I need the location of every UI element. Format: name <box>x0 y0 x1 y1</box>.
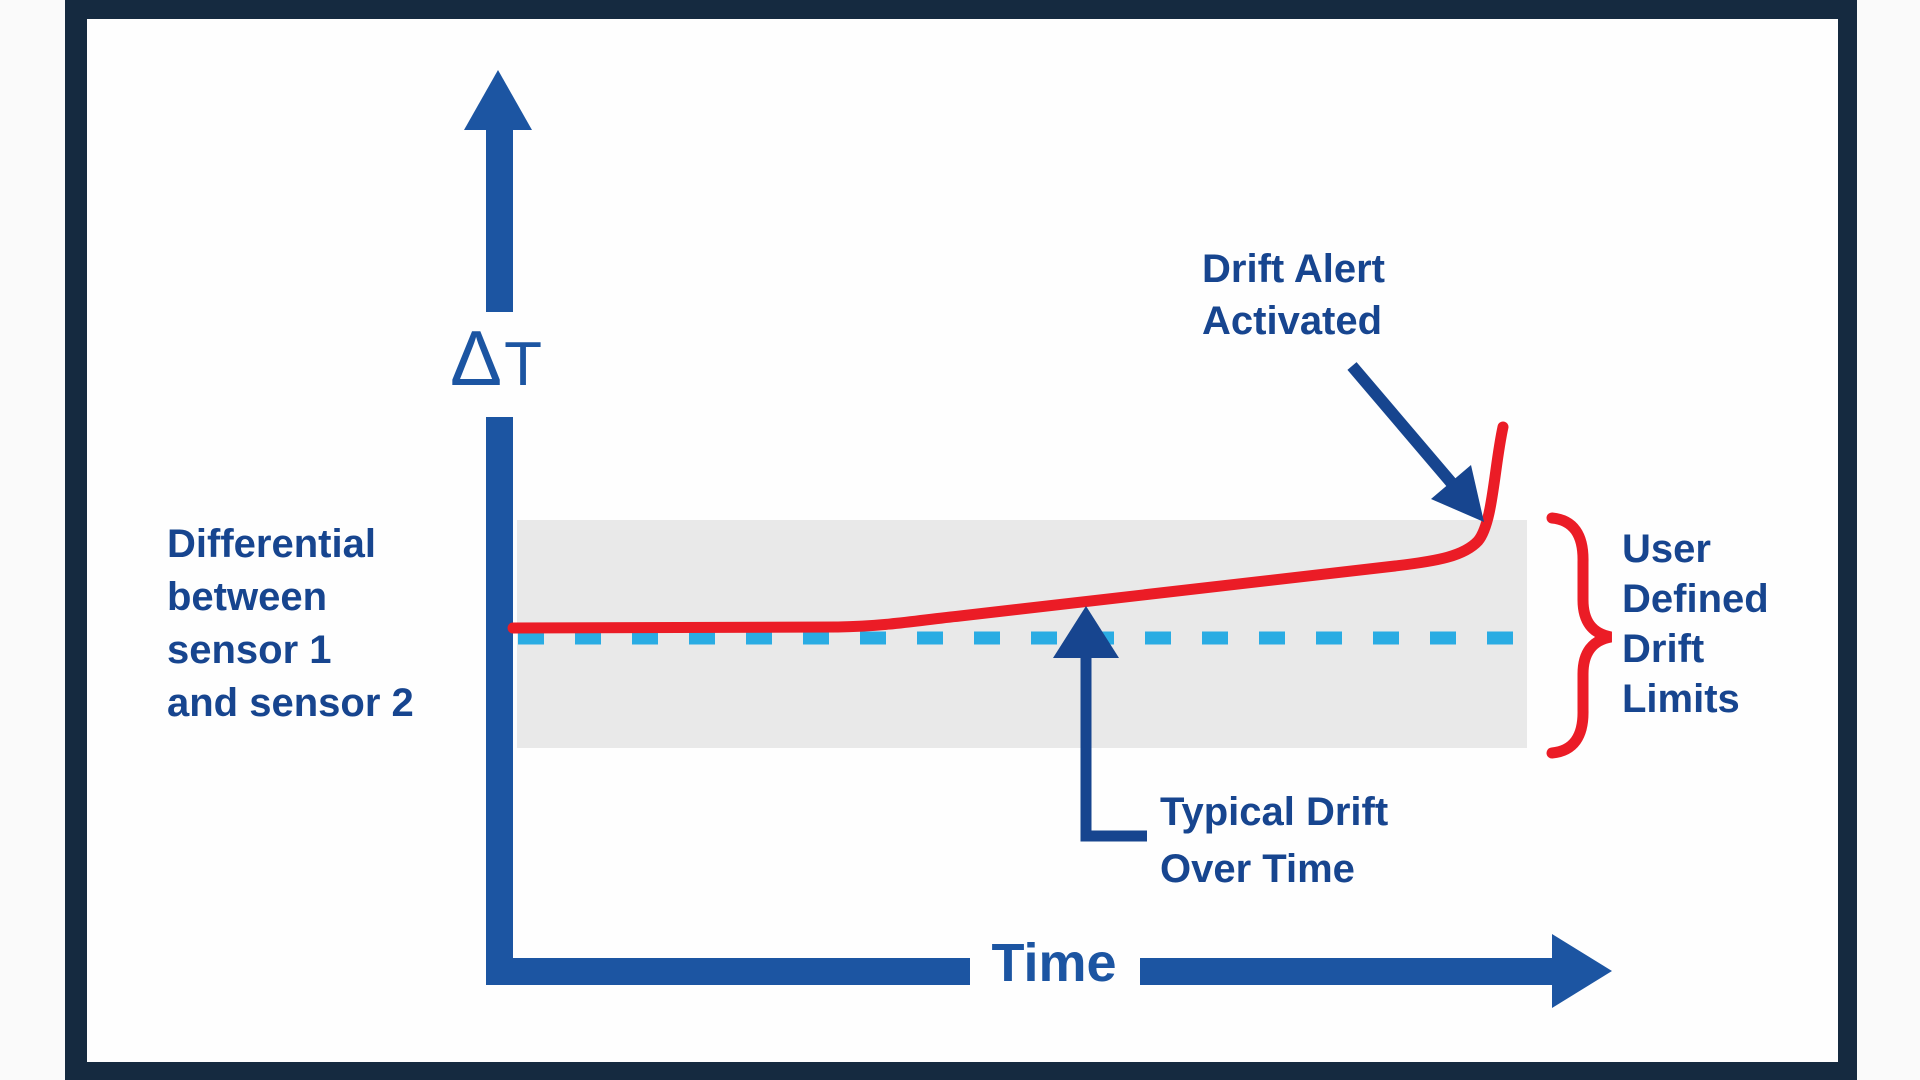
user-drift-limits-label-line3: Drift <box>1622 627 1705 671</box>
user-drift-limits-label-line2: Defined <box>1622 577 1769 621</box>
differential-label-line2: between <box>167 575 328 619</box>
x-axis-arrowhead <box>1552 934 1612 1008</box>
typical-drift-label-line1: Typical Drift <box>1160 790 1389 834</box>
drift-alert-arrow <box>1347 362 1460 491</box>
typical-drift-arrow <box>1080 654 1147 842</box>
y-axis-label-delta: Δ <box>450 314 503 402</box>
differential-label-line4: and sensor 2 <box>167 681 414 725</box>
y-axis-label: Δ T <box>450 319 542 397</box>
typical-drift-arrowhead <box>1053 606 1119 658</box>
drift-alert-label-line1: Drift Alert <box>1202 247 1385 291</box>
differential-label-line3: sensor 1 <box>167 628 332 672</box>
differential-label: Differential between sensor 1 and sensor… <box>167 518 414 730</box>
drift-limits-band <box>517 520 1527 748</box>
drift-alert-label-line2: Activated <box>1202 299 1383 343</box>
y-axis-shaft-upper <box>486 128 513 312</box>
y-axis-label-t: T <box>504 330 542 399</box>
user-drift-limits-label-line1: User <box>1622 527 1711 571</box>
typical-drift-label-line2: Over Time <box>1160 847 1355 891</box>
x-axis-label: Time <box>991 933 1117 993</box>
x-axis-segment-left <box>486 958 970 985</box>
x-axis-segment-right <box>1140 958 1552 985</box>
drift-limits-brace <box>1546 512 1613 759</box>
user-drift-limits-label: User Defined Drift Limits <box>1622 524 1769 724</box>
differential-label-line1: Differential <box>167 522 376 566</box>
drift-alert-label: Drift Alert Activated <box>1202 243 1385 347</box>
y-axis-arrowhead <box>464 70 532 130</box>
typical-drift-label: Typical Drift Over Time <box>1160 784 1388 898</box>
user-drift-limits-label-line4: Limits <box>1622 677 1740 721</box>
sensor-differential-curve <box>507 421 1509 634</box>
drift-alert-arrowhead <box>1431 465 1484 522</box>
y-axis-shaft-lower <box>486 417 513 960</box>
